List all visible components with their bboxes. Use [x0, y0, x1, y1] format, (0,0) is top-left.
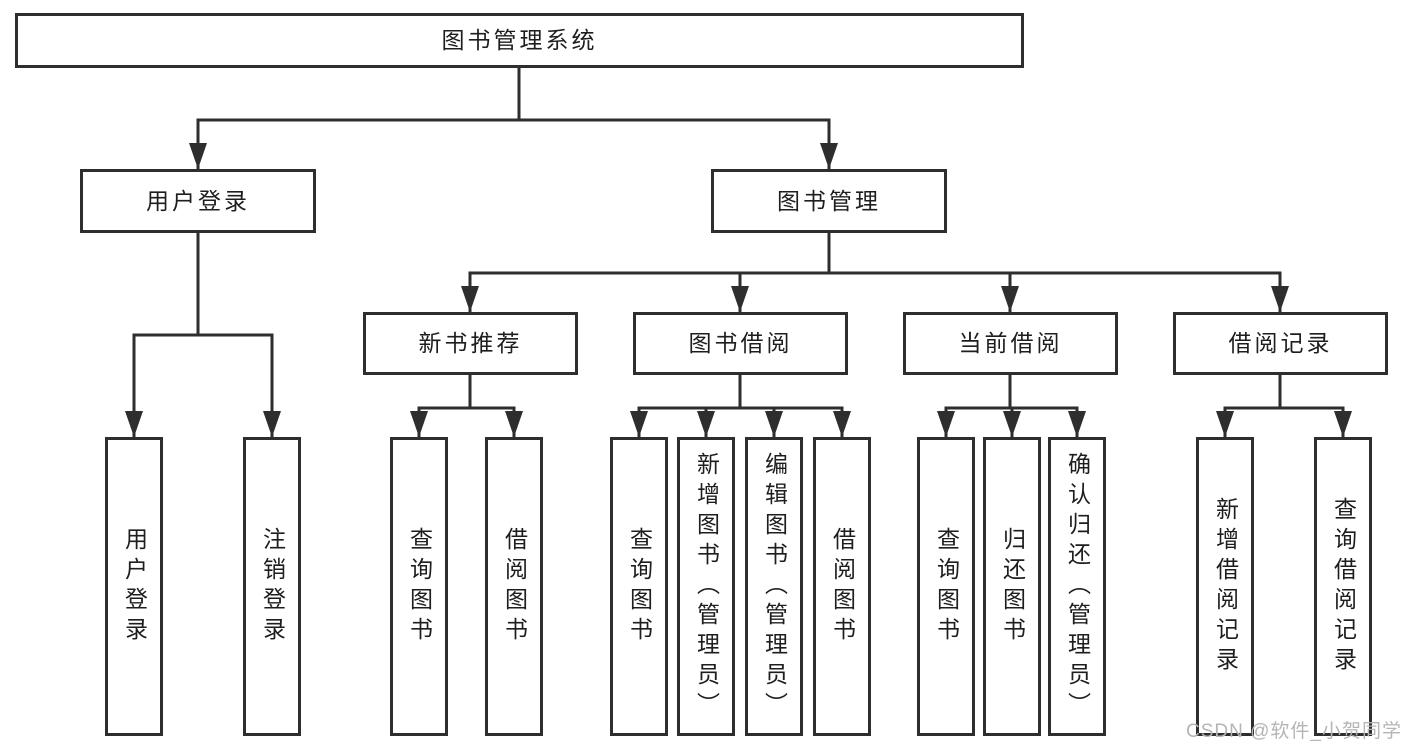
node-user-login: 用户登录 [80, 169, 316, 233]
leaf-query-books-recommend-label: 查询图书 [406, 526, 433, 647]
leaf-query-books-current-label: 查询图书 [933, 526, 960, 647]
node-borrow-records-label: 借阅记录 [1228, 330, 1333, 356]
leaf-user-login: 用户登录 [105, 437, 163, 736]
leaf-borrow-books-label: 借阅图书 [829, 526, 856, 647]
leaf-user-login-label: 用户登录 [121, 526, 148, 647]
leaf-borrow-books: 借阅图书 [813, 437, 871, 736]
leaf-return-book-label: 归还图书 [999, 526, 1026, 647]
node-user-login-label: 用户登录 [146, 187, 250, 214]
node-current-borrow: 当前借阅 [903, 312, 1118, 375]
leaf-add-borrow-record: 新增借阅记录 [1196, 437, 1254, 736]
leaf-add-book-admin-label: 新增图书（管理员） [693, 451, 720, 722]
node-book-borrow: 图书借阅 [633, 312, 848, 375]
leaf-edit-book-admin: 编辑图书（管理员） [745, 437, 803, 736]
node-new-book-recommend: 新书推荐 [363, 312, 578, 375]
leaf-add-book-admin: 新增图书（管理员） [677, 437, 735, 736]
node-current-borrow-label: 当前借阅 [958, 330, 1063, 356]
leaf-query-books-borrow: 查询图书 [610, 437, 668, 736]
leaf-borrow-books-recommend: 借阅图书 [485, 437, 543, 736]
leaf-borrow-books-recommend-label: 借阅图书 [501, 526, 528, 647]
node-root-label: 图书管理系统 [441, 27, 598, 53]
leaf-add-borrow-record-label: 新增借阅记录 [1212, 496, 1239, 677]
leaf-query-borrow-record: 查询借阅记录 [1314, 437, 1372, 736]
leaf-query-borrow-record-label: 查询借阅记录 [1330, 496, 1357, 677]
node-new-book-recommend-label: 新书推荐 [418, 330, 523, 356]
node-borrow-records: 借阅记录 [1173, 312, 1388, 375]
node-root: 图书管理系统 [15, 13, 1024, 68]
leaf-confirm-return-admin: 确认归还（管理员） [1048, 437, 1106, 736]
leaf-query-books-recommend: 查询图书 [390, 437, 448, 736]
arrowheads [125, 143, 1352, 437]
node-book-management-label: 图书管理 [777, 187, 881, 214]
leaf-return-book: 归还图书 [983, 437, 1041, 736]
node-book-borrow-label: 图书借阅 [688, 330, 793, 356]
leaf-logout: 注销登录 [243, 437, 301, 736]
leaf-confirm-return-admin-label: 确认归还（管理员） [1064, 451, 1091, 722]
leaf-edit-book-admin-label: 编辑图书（管理员） [761, 451, 788, 722]
leaf-query-books-current: 查询图书 [917, 437, 975, 736]
node-book-management: 图书管理 [711, 169, 947, 233]
csdn-watermark: CSDN @软件_小贺同学 [1186, 721, 1402, 742]
leaf-query-books-borrow-label: 查询图书 [626, 526, 653, 647]
leaf-logout-label: 注销登录 [259, 526, 286, 647]
